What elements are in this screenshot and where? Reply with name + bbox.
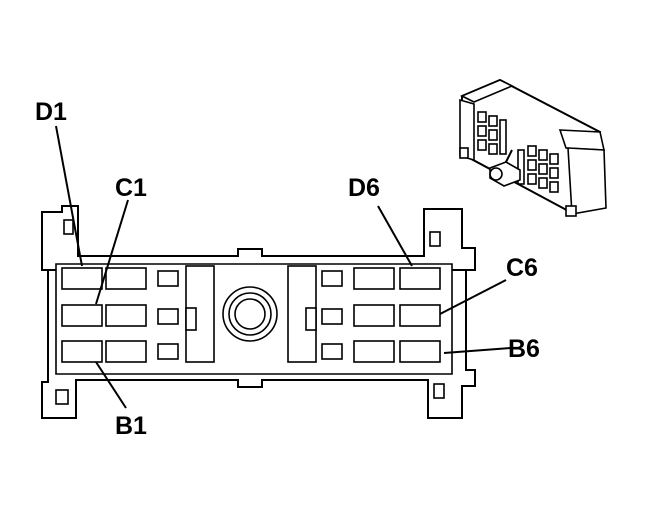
iso-center-post-tip: [489, 167, 503, 181]
iso-right-cap: [567, 147, 607, 215]
cavity-small: [321, 343, 343, 360]
iso-top-rail-2: [558, 129, 606, 151]
label-b1: B1: [115, 412, 147, 440]
leader-c1: [95, 199, 129, 305]
iso-left-cap: [459, 98, 475, 162]
cavity: [353, 340, 395, 363]
iso-cavities-right: [517, 145, 559, 193]
cavity-small: [157, 270, 179, 287]
cavity-small: [157, 308, 179, 325]
leader-d6: [377, 205, 413, 267]
cavity: [105, 304, 147, 327]
connector-face-view: [41, 205, 476, 419]
leader-c6: [439, 279, 507, 315]
cavity: [353, 267, 395, 290]
cavity: [399, 304, 441, 327]
cavity: [105, 340, 147, 363]
label-d1: D1: [35, 98, 67, 126]
iso-foot-right: [565, 205, 577, 217]
callout-labels: D1 C1 B1 D6 C6 B6: [35, 98, 540, 440]
cavity: [105, 267, 147, 290]
label-d6: D6: [348, 174, 380, 202]
leader-lines: [55, 125, 511, 409]
iso-cavities-left: [477, 111, 507, 155]
latch-bottom-left: [55, 389, 69, 405]
locking-bar-left-tab: [185, 307, 197, 331]
latch-top-right: [429, 231, 441, 247]
cavities-right: [321, 267, 441, 363]
leader-b6: [443, 347, 511, 354]
cavity-small: [157, 343, 179, 360]
connector-isometric-view: [459, 78, 607, 217]
cavity: [61, 304, 103, 327]
cavity-small: [321, 308, 343, 325]
cavity: [399, 340, 441, 363]
iso-foot-left: [459, 147, 469, 159]
locking-bar-right-tab: [305, 307, 317, 331]
leader-d1: [55, 125, 83, 267]
cavities-left: [61, 267, 179, 363]
label-c1: C1: [115, 174, 147, 202]
latch-top-left: [63, 219, 74, 235]
iso-center-post-line: [505, 149, 513, 163]
label-c6: C6: [506, 254, 538, 282]
cavity: [353, 304, 395, 327]
label-b6: B6: [508, 335, 540, 363]
cavity: [399, 267, 441, 290]
center-post: [222, 286, 278, 342]
cavity: [61, 267, 103, 290]
iso-top-rail: [460, 79, 514, 103]
cavity-small: [321, 270, 343, 287]
latch-bottom-right: [433, 383, 445, 399]
cavity: [61, 340, 103, 363]
leader-b1: [95, 361, 127, 409]
